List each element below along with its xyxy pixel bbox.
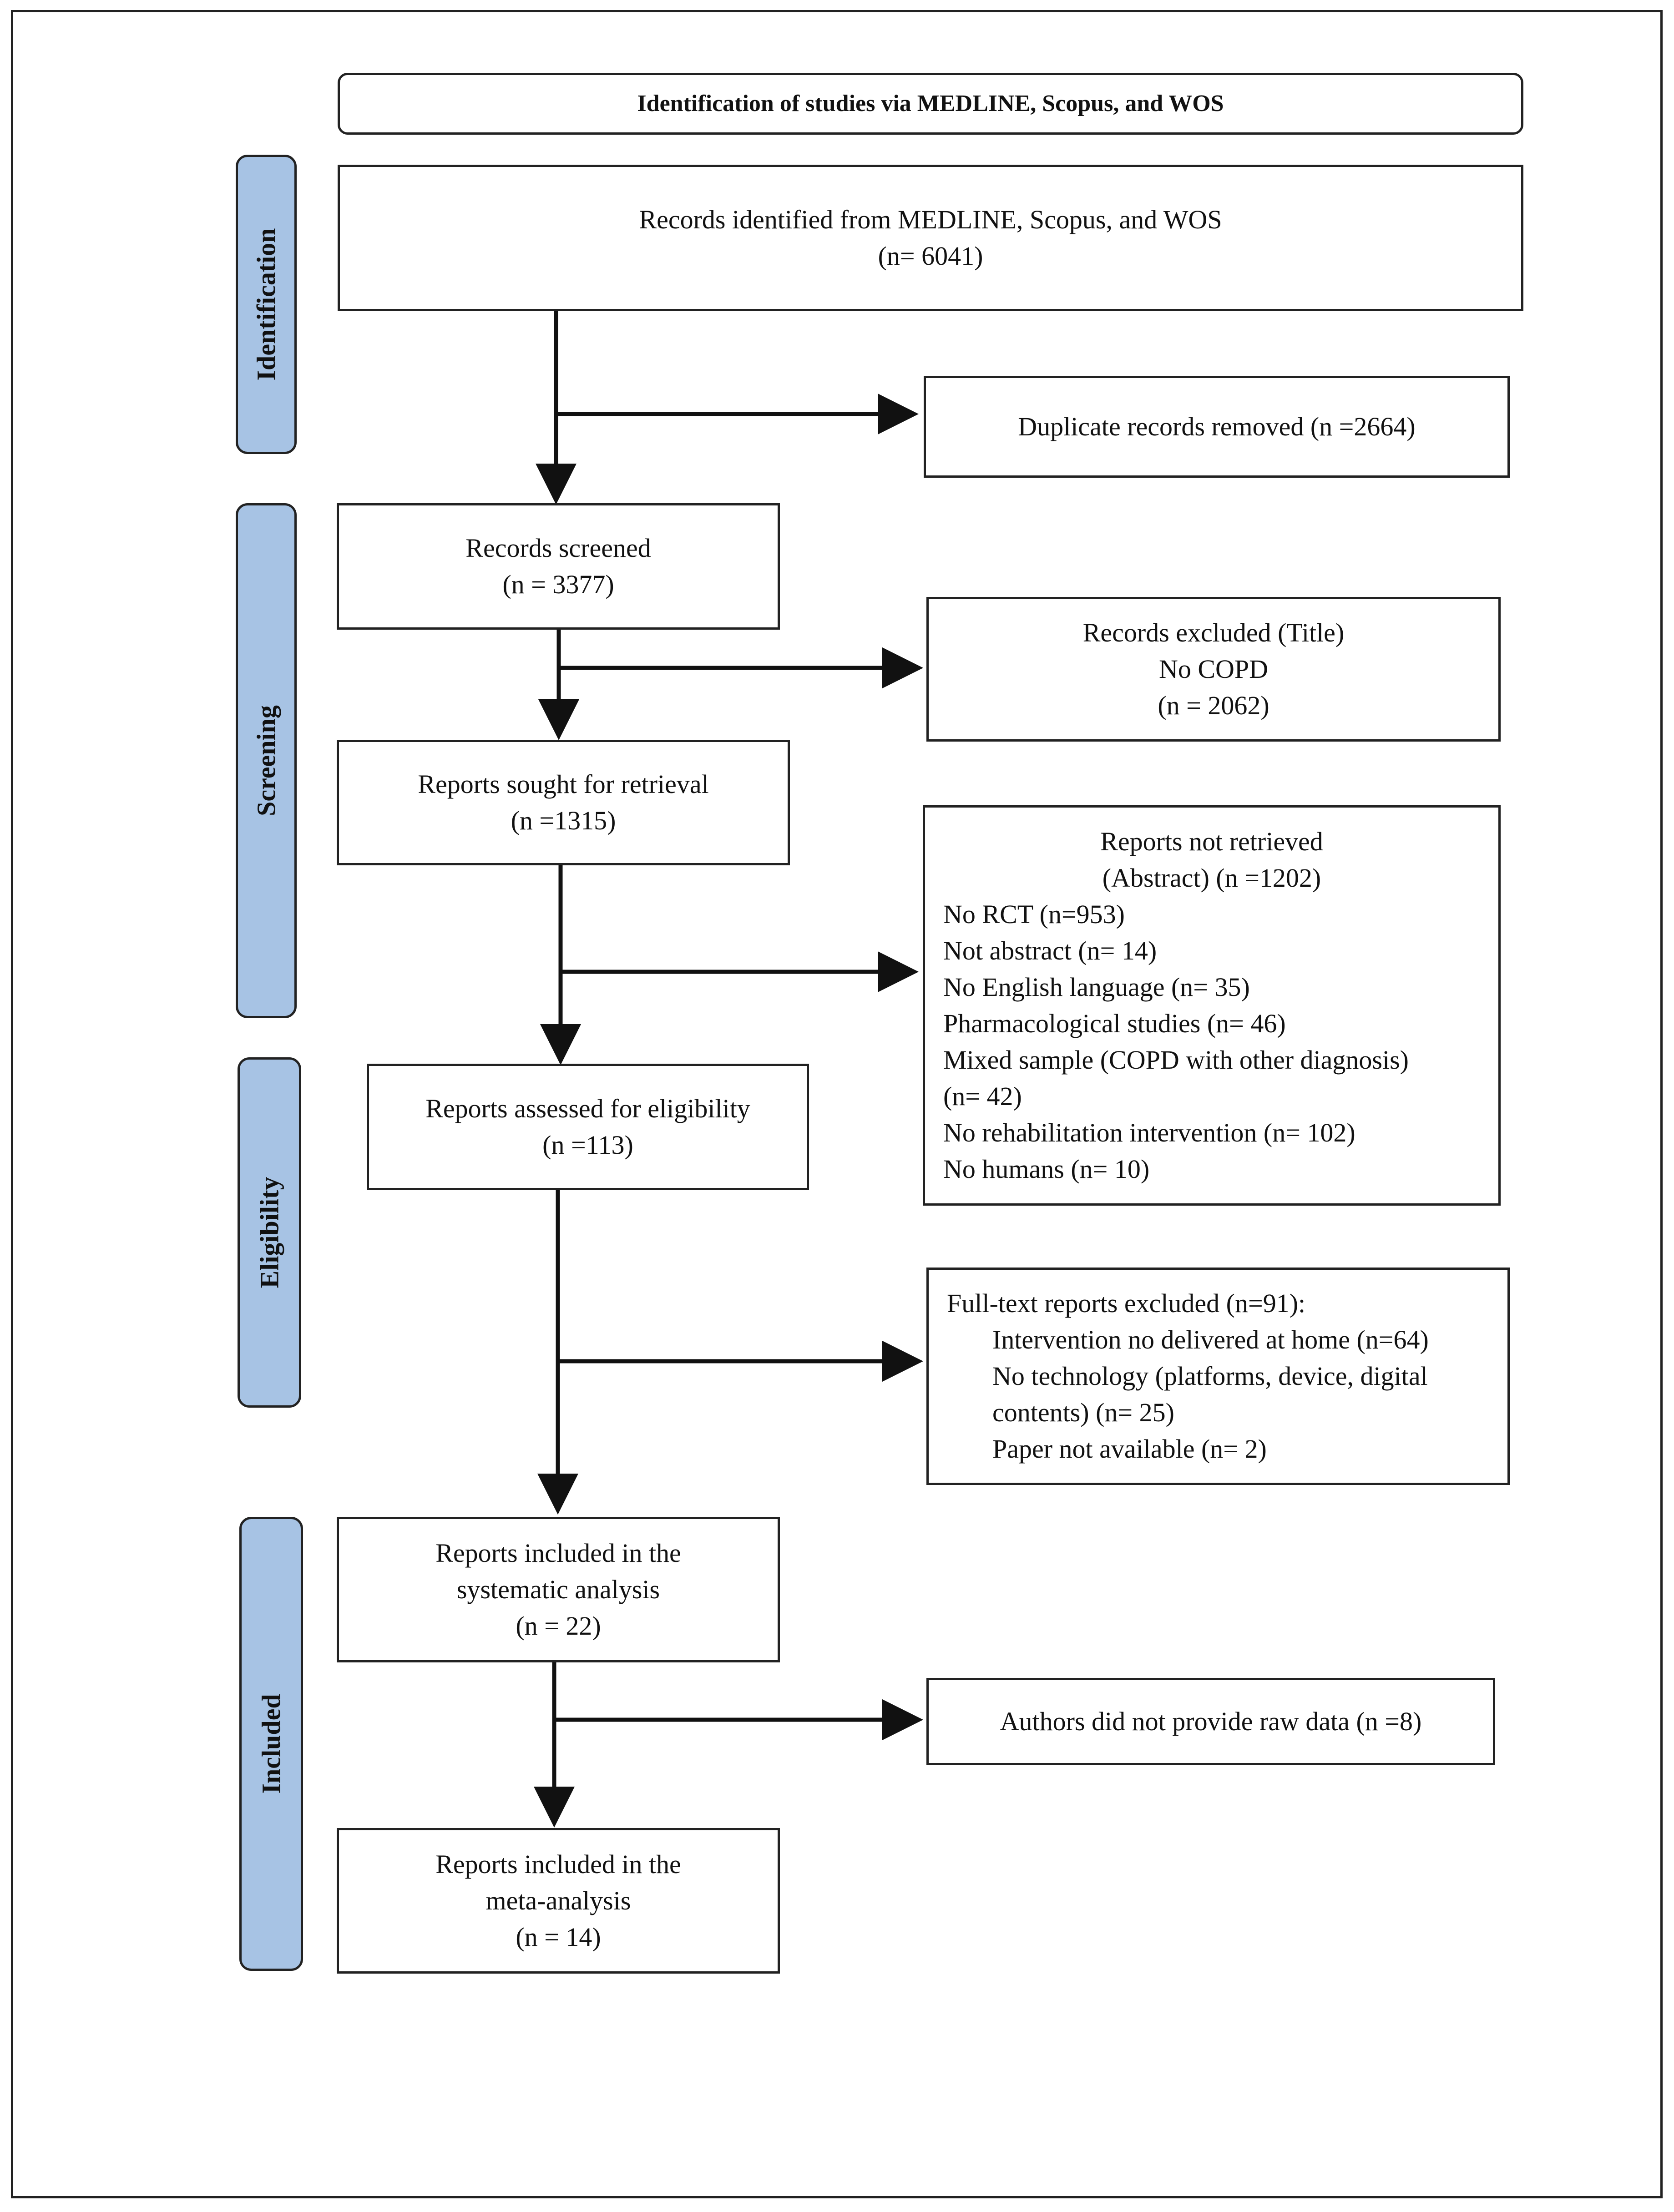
duplicates-removed-box: Duplicate records removed (n =2664) bbox=[924, 376, 1510, 478]
reports-sought-text: Reports sought for retrieval bbox=[418, 769, 709, 799]
stage-eligibility: Eligibility bbox=[238, 1057, 301, 1408]
records-screened-box: Records screened (n = 3377) bbox=[337, 503, 780, 630]
records-identified-count: (n= 6041) bbox=[878, 241, 983, 271]
not-retrieved-item: Mixed sample (COPD with other diagnosis) bbox=[943, 1045, 1409, 1075]
records-excluded-reason: No COPD bbox=[1158, 654, 1269, 684]
included-systematic-line1: Reports included in the bbox=[435, 1538, 681, 1568]
fulltext-excluded-item: No technology (platforms, device, digita… bbox=[992, 1361, 1428, 1391]
fulltext-excluded-item: Paper not available (n= 2) bbox=[992, 1434, 1267, 1464]
flow-title: Identification of studies via MEDLINE, S… bbox=[637, 91, 1224, 116]
included-systematic-count: (n = 22) bbox=[516, 1611, 601, 1641]
flow-title-box: Identification of studies via MEDLINE, S… bbox=[338, 73, 1523, 135]
records-screened-count: (n = 3377) bbox=[502, 570, 614, 599]
included-meta-count: (n = 14) bbox=[516, 1922, 601, 1952]
duplicates-removed-text: Duplicate records removed (n =2664) bbox=[1018, 412, 1416, 441]
included-meta-box: Reports included in the meta-analysis (n… bbox=[337, 1828, 780, 1974]
fulltext-excluded-title: Full-text reports excluded (n=91): bbox=[947, 1288, 1306, 1318]
not-retrieved-item: No humans (n= 10) bbox=[943, 1154, 1150, 1184]
not-retrieved-item: No rehabilitation intervention (n= 102) bbox=[943, 1118, 1355, 1147]
reports-assessed-text: Reports assessed for eligibility bbox=[425, 1094, 750, 1123]
not-retrieved-item: No RCT (n=953) bbox=[943, 899, 1125, 929]
included-meta-line1: Reports included in the bbox=[435, 1849, 681, 1879]
not-retrieved-title: Reports not retrieved bbox=[1100, 827, 1323, 856]
not-retrieved-subtitle: (Abstract) (n =1202) bbox=[1102, 863, 1321, 893]
fulltext-excluded-item: contents) (n= 25) bbox=[992, 1398, 1174, 1427]
figure-frame bbox=[11, 10, 1663, 2198]
included-systematic-box: Reports included in the systematic analy… bbox=[337, 1517, 780, 1662]
reports-sought-box: Reports sought for retrieval (n =1315) bbox=[337, 740, 790, 865]
included-systematic-line2: systematic analysis bbox=[456, 1575, 660, 1604]
not-retrieved-item: (n= 42) bbox=[943, 1081, 1022, 1111]
included-meta-line2: meta-analysis bbox=[486, 1886, 631, 1915]
fulltext-excluded-box: Full-text reports excluded (n=91): Inter… bbox=[926, 1268, 1510, 1485]
stage-included: Included bbox=[239, 1517, 303, 1971]
reports-assessed-box: Reports assessed for eligibility (n =113… bbox=[367, 1064, 809, 1190]
reports-assessed-count: (n =113) bbox=[542, 1130, 633, 1160]
not-retrieved-item: No English language (n= 35) bbox=[943, 972, 1250, 1002]
no-raw-data-text: Authors did not provide raw data (n =8) bbox=[1000, 1707, 1422, 1736]
records-screened-text: Records screened bbox=[465, 533, 651, 563]
records-identified-text: Records identified from MEDLINE, Scopus,… bbox=[639, 205, 1222, 234]
reports-sought-count: (n =1315) bbox=[511, 806, 616, 835]
not-retrieved-item: Pharmacological studies (n= 46) bbox=[943, 1009, 1286, 1038]
not-retrieved-item: Not abstract (n= 14) bbox=[943, 936, 1157, 965]
stage-screening: Screening bbox=[236, 503, 297, 1018]
records-identified-box: Records identified from MEDLINE, Scopus,… bbox=[338, 165, 1523, 311]
fulltext-excluded-item: Intervention no delivered at home (n=64) bbox=[992, 1325, 1429, 1354]
stage-identification: Identification bbox=[236, 155, 297, 454]
no-raw-data-box: Authors did not provide raw data (n =8) bbox=[926, 1678, 1495, 1765]
records-excluded-box: Records excluded (Title) No COPD (n = 20… bbox=[926, 597, 1501, 742]
records-excluded-count: (n = 2062) bbox=[1158, 691, 1269, 720]
reports-not-retrieved-box: Reports not retrieved (Abstract) (n =120… bbox=[923, 805, 1501, 1206]
records-excluded-text: Records excluded (Title) bbox=[1082, 618, 1345, 647]
